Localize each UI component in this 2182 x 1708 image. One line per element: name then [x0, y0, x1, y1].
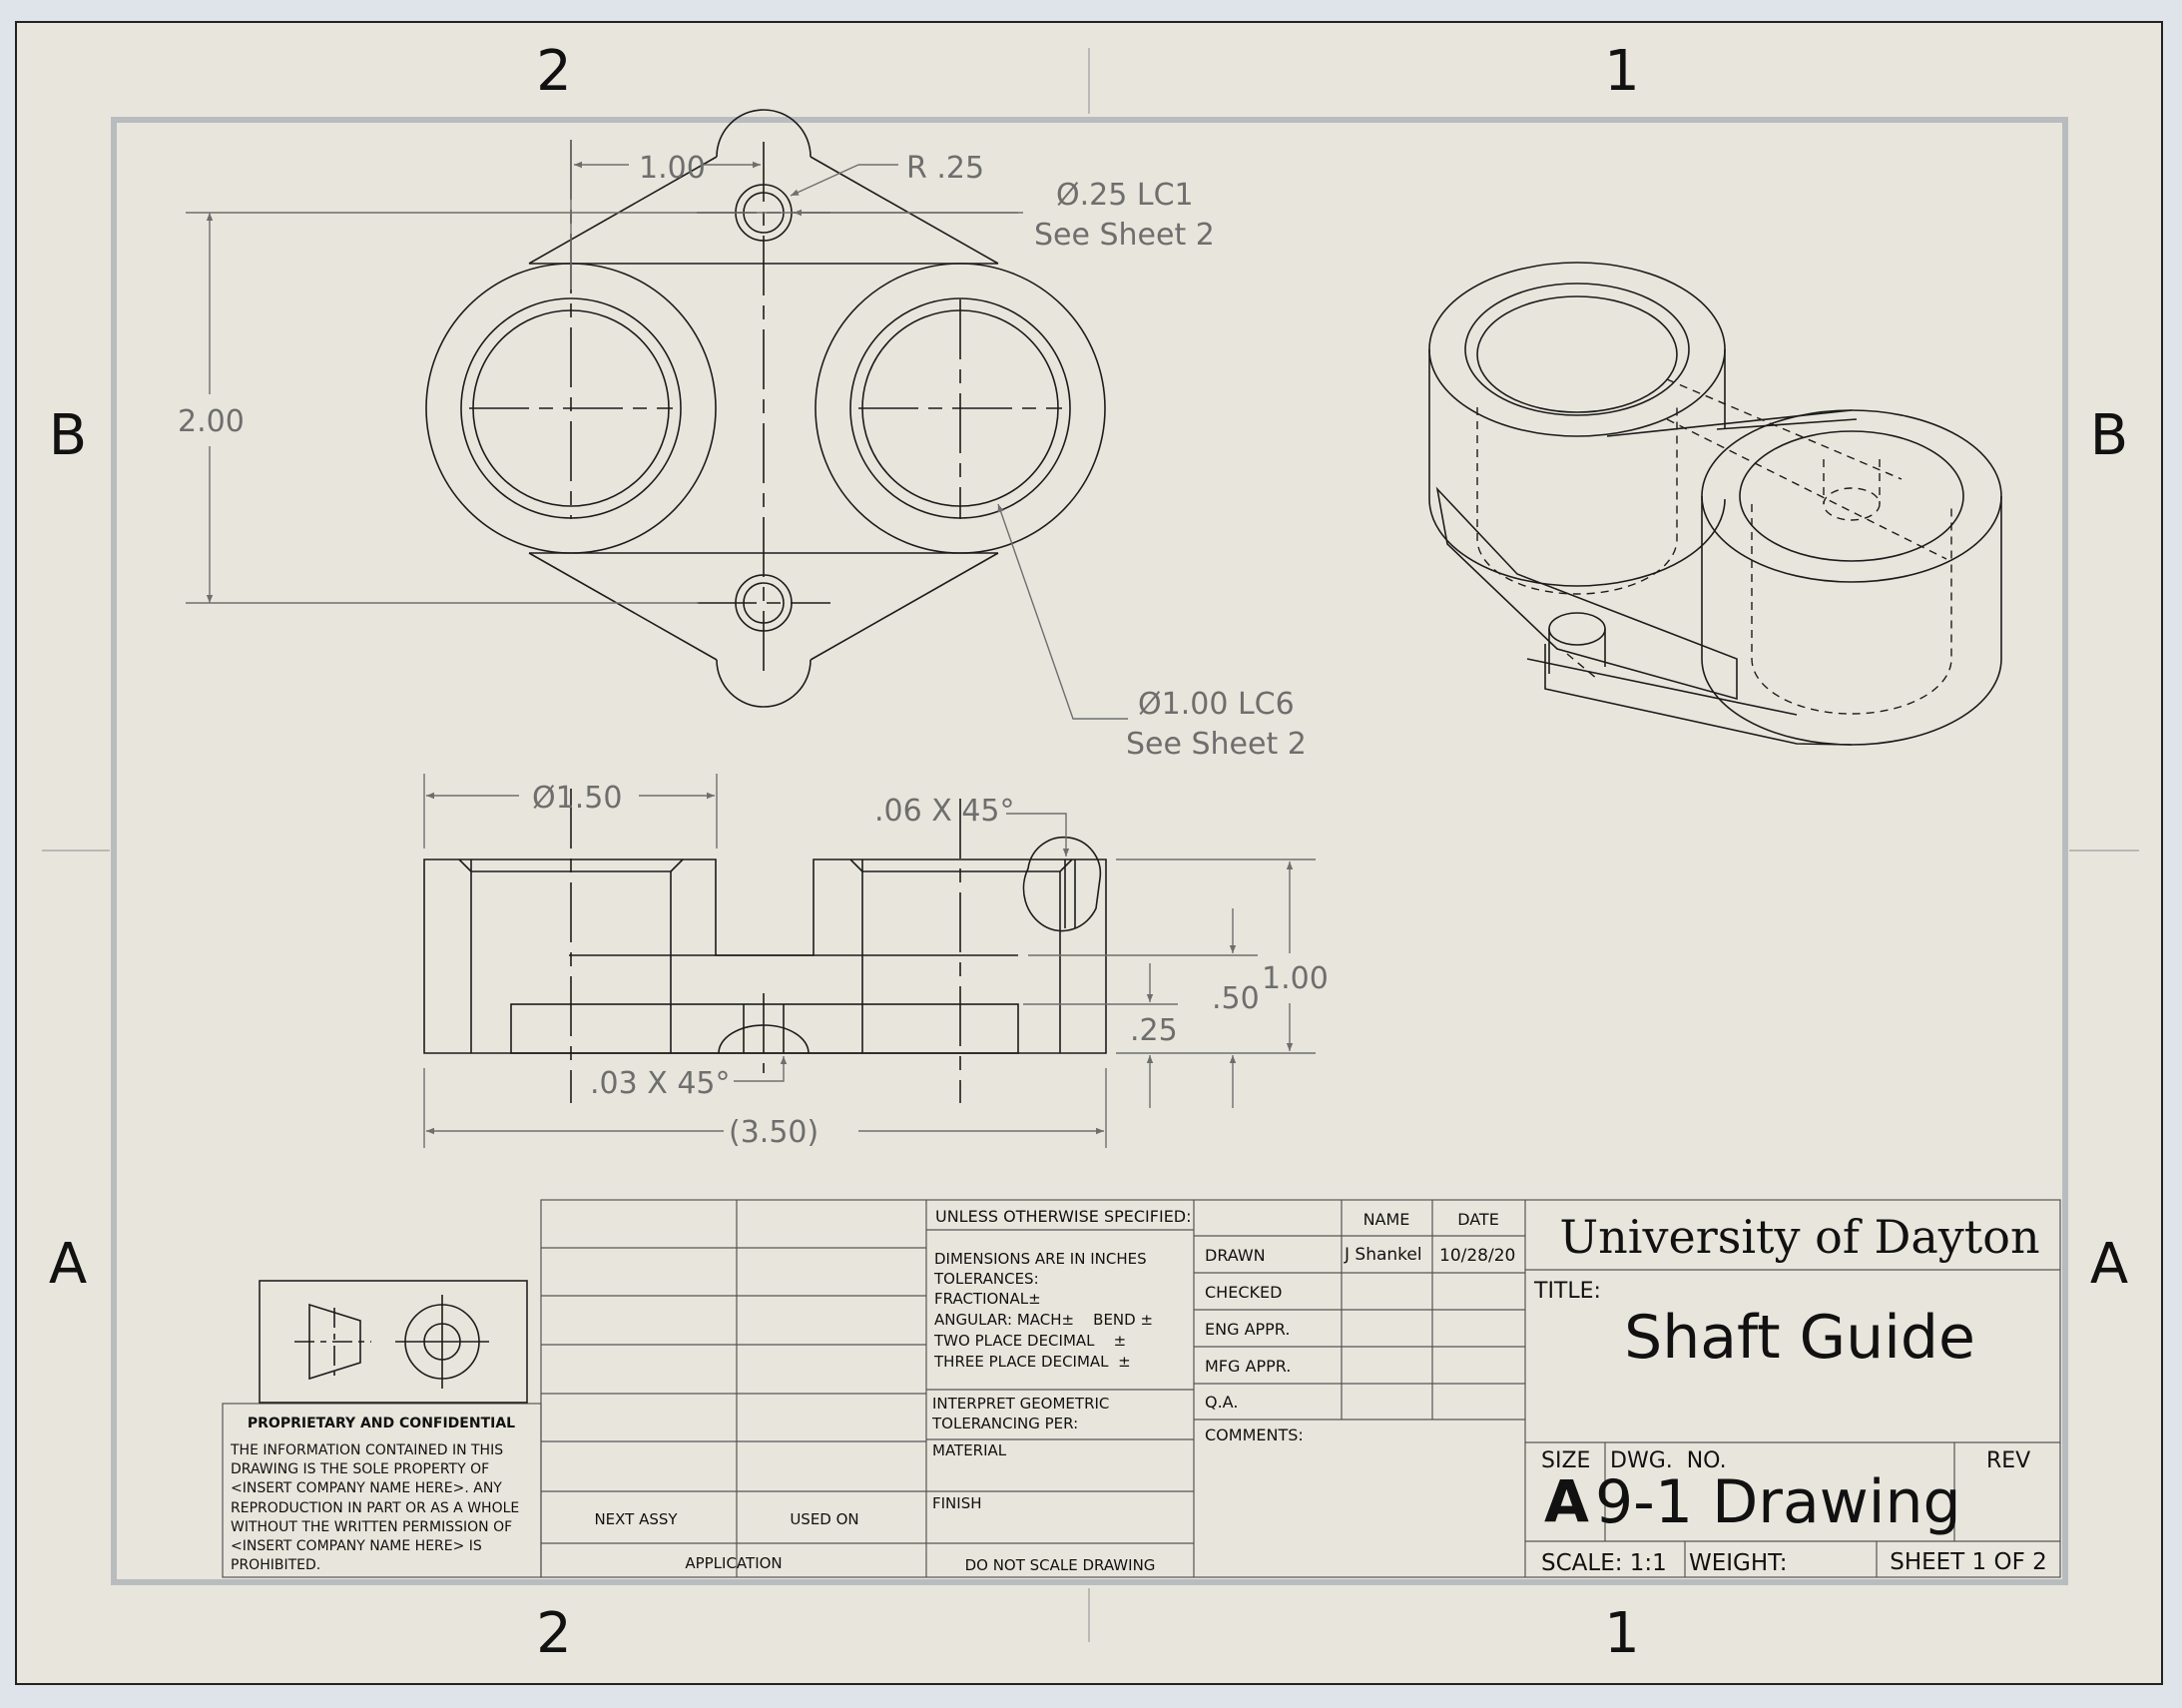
- isometric-view: [1428, 262, 2002, 746]
- application-label: APPLICATION: [685, 1554, 782, 1572]
- do-not-scale-label: DO NOT SCALE DRAWING: [965, 1556, 1156, 1574]
- sheet-border: [15, 21, 2163, 1685]
- drawn-date: 10/28/20: [1439, 1246, 1515, 1266]
- zone-label-left-a: A: [49, 1232, 87, 1297]
- dim-0-50-height: .50: [1212, 981, 1260, 1016]
- finish-label: FINISH: [932, 1494, 982, 1512]
- mfg-appr-label: MFG APPR.: [1205, 1357, 1291, 1376]
- interpret-line-2: TOLERANCING PER:: [931, 1415, 1078, 1432]
- qa-label: Q.A.: [1205, 1393, 1238, 1412]
- title-label: TITLE:: [1533, 1279, 1601, 1304]
- dim-3-50: (3.50): [729, 1115, 818, 1150]
- dwg-no-label: DWG. NO.: [1610, 1448, 1727, 1473]
- spec-line: THREE PLACE DECIMAL ±: [933, 1353, 1131, 1371]
- drawing-frame: [111, 117, 2068, 1585]
- drawn-name: J Shankel: [1344, 1245, 1422, 1265]
- dim-top-1-00: 1.00: [639, 151, 706, 186]
- chamfer-06-callout: .06 X 45°: [874, 794, 1015, 829]
- chamfer-03-callout: .03 X 45°: [590, 1066, 731, 1101]
- callout-large-hole-line2: See Sheet 2: [1126, 727, 1307, 762]
- proprietary-body: THE INFORMATION CONTAINED IN THIS DRAWIN…: [230, 1442, 519, 1573]
- proprietary-line: PROHIBITED.: [231, 1557, 320, 1573]
- weight-label: WEIGHT:: [1689, 1550, 1787, 1576]
- proprietary-line: REPRODUCTION IN PART OR AS A WHOLE: [231, 1500, 519, 1516]
- company-name: University of Dayton: [1559, 1210, 2039, 1264]
- scale-label: SCALE: 1:1: [1541, 1550, 1667, 1576]
- spec-line: ANGULAR: MACH± BEND ±: [934, 1311, 1153, 1329]
- zone-label-right-a: A: [2090, 1232, 2128, 1297]
- date-header: DATE: [1457, 1210, 1499, 1229]
- checked-label: CHECKED: [1205, 1283, 1282, 1302]
- dim-2-00: 2.00: [178, 404, 245, 439]
- eng-appr-label: ENG APPR.: [1205, 1320, 1290, 1339]
- front-view: [423, 836, 1107, 1054]
- spec-line: FRACTIONAL±: [934, 1290, 1041, 1308]
- unless-specified-header: UNLESS OTHERWISE SPECIFIED:: [935, 1207, 1192, 1226]
- drawing-title: Shaft Guide: [1624, 1303, 1975, 1373]
- sheet-number: SHEET 1 OF 2: [1890, 1549, 2047, 1575]
- drawn-label: DRAWN: [1205, 1246, 1266, 1265]
- zone-label-top-1: 1: [1604, 39, 1640, 104]
- projection-symbol-icon: [294, 1295, 489, 1389]
- name-header: NAME: [1364, 1210, 1410, 1229]
- proprietary-line: THE INFORMATION CONTAINED IN THIS: [230, 1442, 503, 1458]
- dim-dia-1-50: Ø1.50: [532, 781, 622, 816]
- spec-line: TWO PLACE DECIMAL ±: [933, 1332, 1126, 1350]
- zone-label-left-b: B: [49, 403, 87, 468]
- proprietary-line: <INSERT COMPANY NAME HERE> IS: [231, 1538, 482, 1554]
- proprietary-line: <INSERT COMPANY NAME HERE>. ANY: [231, 1480, 502, 1496]
- spec-line: TOLERANCES:: [933, 1270, 1039, 1288]
- callout-large-hole-line1: Ø1.00 LC6: [1138, 687, 1295, 722]
- spec-line: DIMENSIONS ARE IN INCHES: [934, 1250, 1147, 1268]
- material-label: MATERIAL: [932, 1441, 1007, 1459]
- dim-0-25-height: .25: [1130, 1013, 1178, 1048]
- proprietary-heading: PROPRIETARY AND CONFIDENTIAL: [248, 1416, 515, 1431]
- sheet-size: A: [1544, 1467, 1589, 1535]
- zone-label-top-2: 2: [536, 39, 572, 104]
- zone-label-bottom-1: 1: [1604, 1601, 1640, 1666]
- rev-label: REV: [1986, 1448, 2030, 1473]
- right-boss-outline: [815, 263, 1106, 554]
- drawing-number: 9-1 Drawing: [1595, 1467, 1961, 1537]
- proprietary-line: DRAWING IS THE SOLE PROPERTY OF: [231, 1461, 489, 1477]
- dim-r-25: R .25: [906, 151, 984, 186]
- zone-label-bottom-2: 2: [536, 1601, 572, 1666]
- dim-1-00-height: 1.00: [1262, 961, 1329, 996]
- comments-label: COMMENTS:: [1205, 1425, 1304, 1444]
- next-assy-label: NEXT ASSY: [594, 1510, 678, 1528]
- interpret-line-1: INTERPRET GEOMETRIC: [932, 1395, 1109, 1413]
- zone-ticks: [42, 48, 2139, 1642]
- zone-label-right-b: B: [2090, 403, 2128, 468]
- used-on-label: USED ON: [790, 1510, 858, 1528]
- title-block-grid: [222, 1199, 2061, 1578]
- callout-small-hole-line1: Ø.25 LC1: [1056, 178, 1194, 213]
- size-label: SIZE: [1541, 1448, 1590, 1473]
- proprietary-line: WITHOUT THE WRITTEN PERMISSION OF: [231, 1519, 512, 1535]
- callout-small-hole-line2: See Sheet 2: [1034, 218, 1215, 253]
